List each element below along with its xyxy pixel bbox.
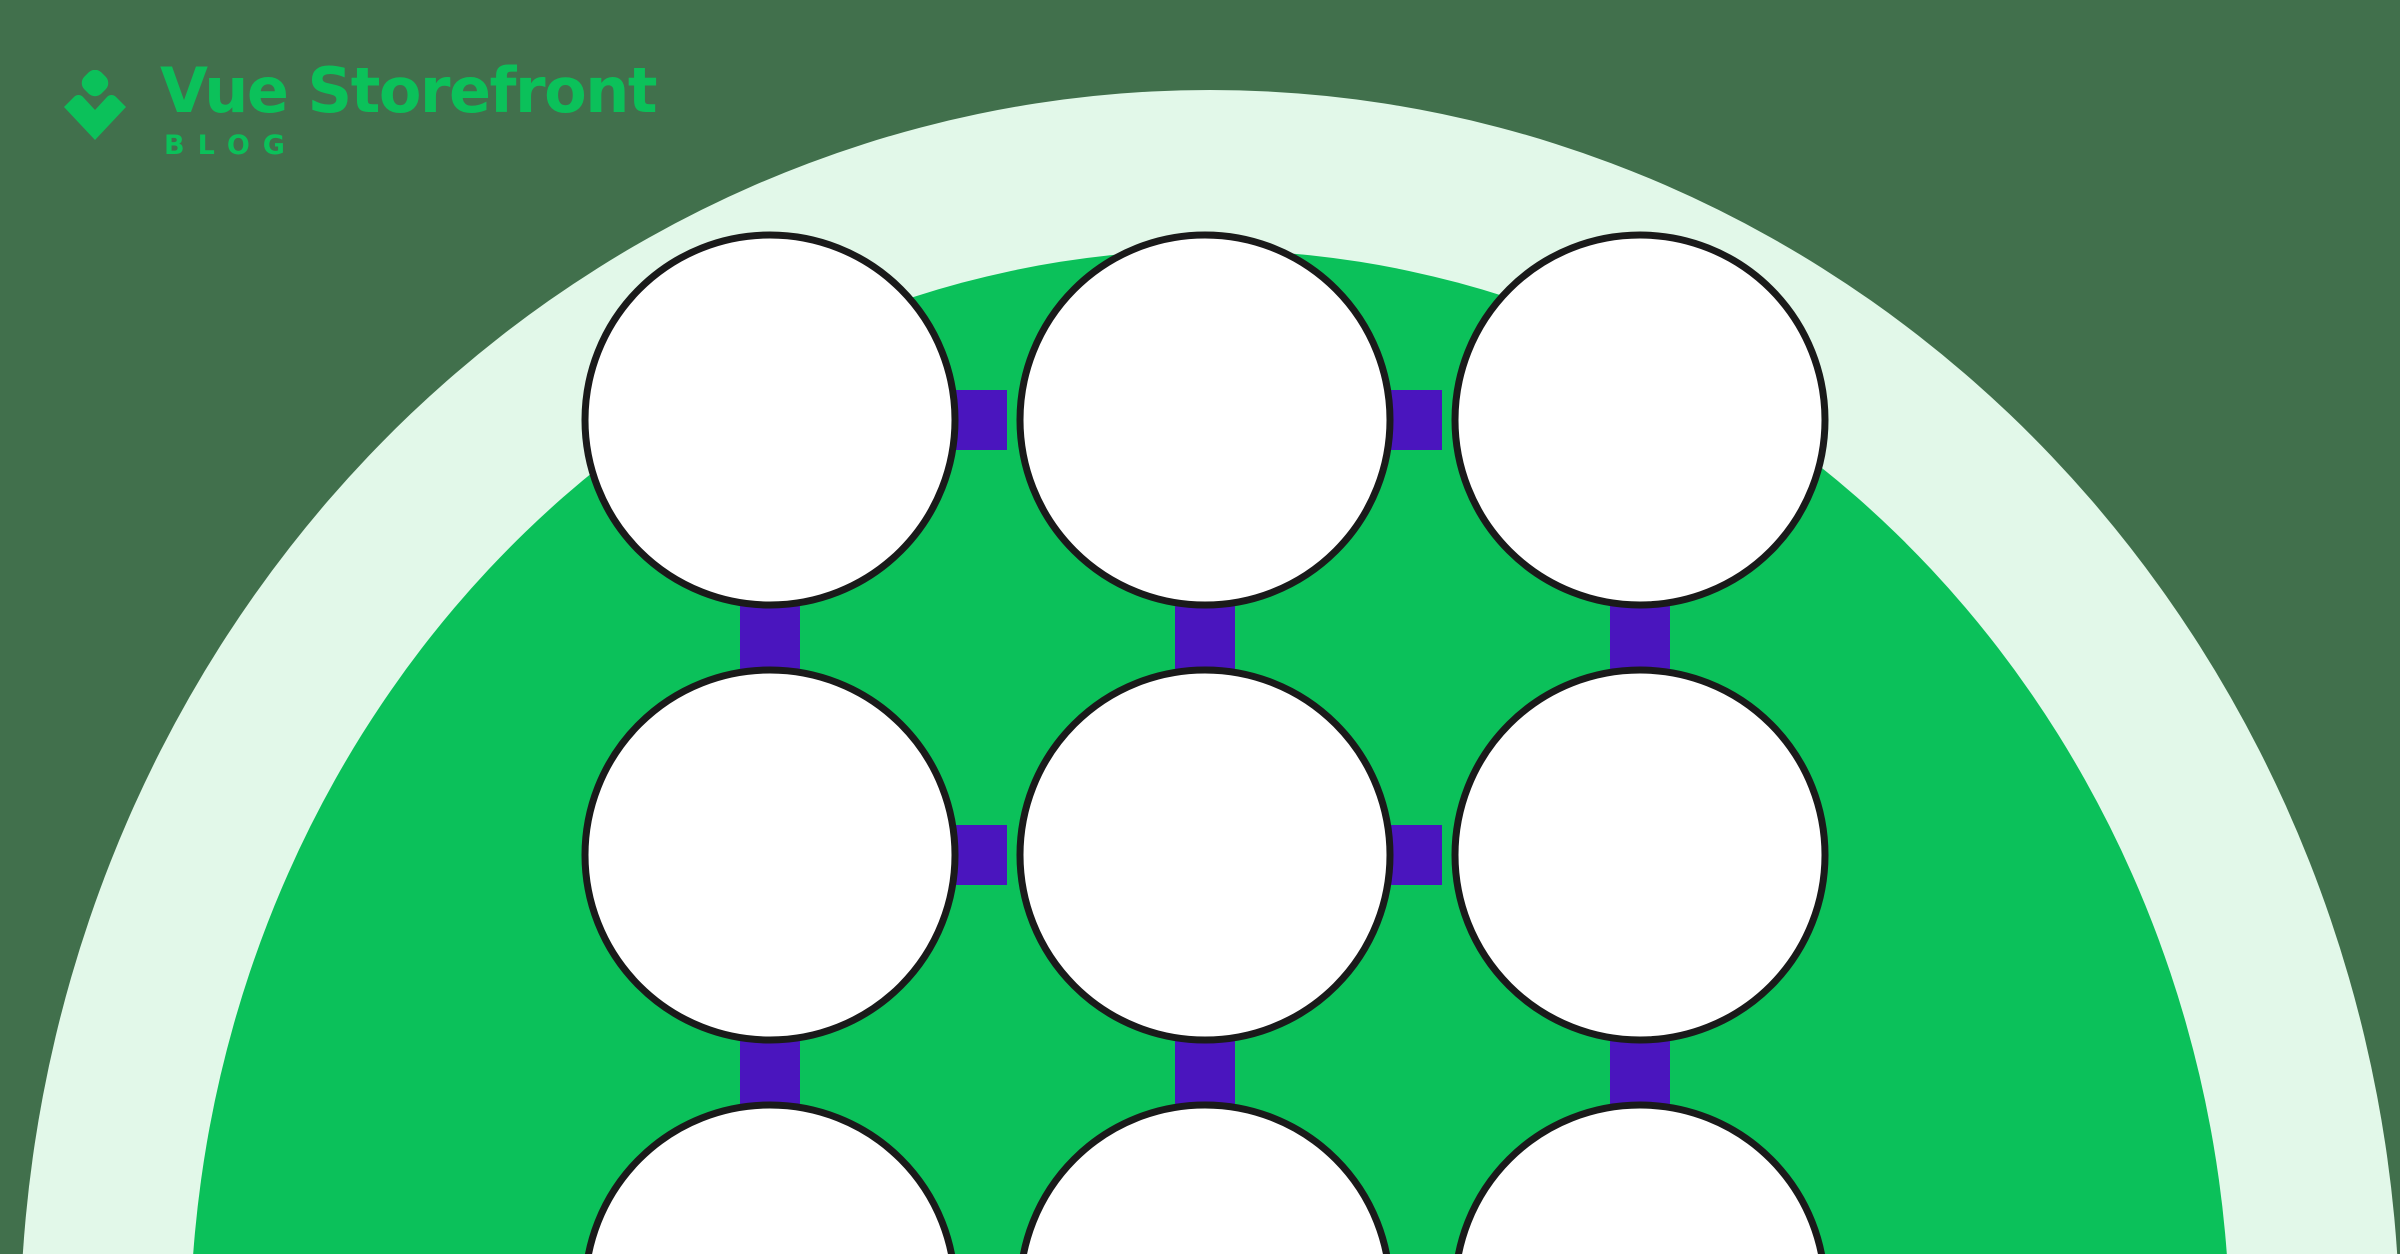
link-r2c1-r2c2 [955,825,1007,885]
link-r2c2-r2c3 [1390,825,1442,885]
node-layer [581,231,1829,1254]
brand-wordmark: Vue Storefront [160,54,657,127]
node-r3c3 [1455,1101,1825,1254]
vue-storefront-chevron-icon [58,69,132,150]
node-r1c2 [1016,231,1394,609]
link-r1c2-r1c3 [1390,390,1442,450]
node-r2c3 [1451,666,1829,1044]
brand-text-block: Vue Storefront BLOG [160,54,657,162]
node-r3c2 [1020,1101,1390,1254]
node-r1c1 [581,231,959,609]
node-r3c1 [585,1101,955,1254]
brand-lockup[interactable]: Vue Storefront BLOG [58,54,657,162]
node-r2c2 [1016,666,1394,1044]
link-r1c1-r1c2 [955,390,1007,450]
node-r2c1 [581,666,959,1044]
brand-subwordmark: BLOG [164,130,298,161]
node-r1c3 [1451,231,1829,609]
